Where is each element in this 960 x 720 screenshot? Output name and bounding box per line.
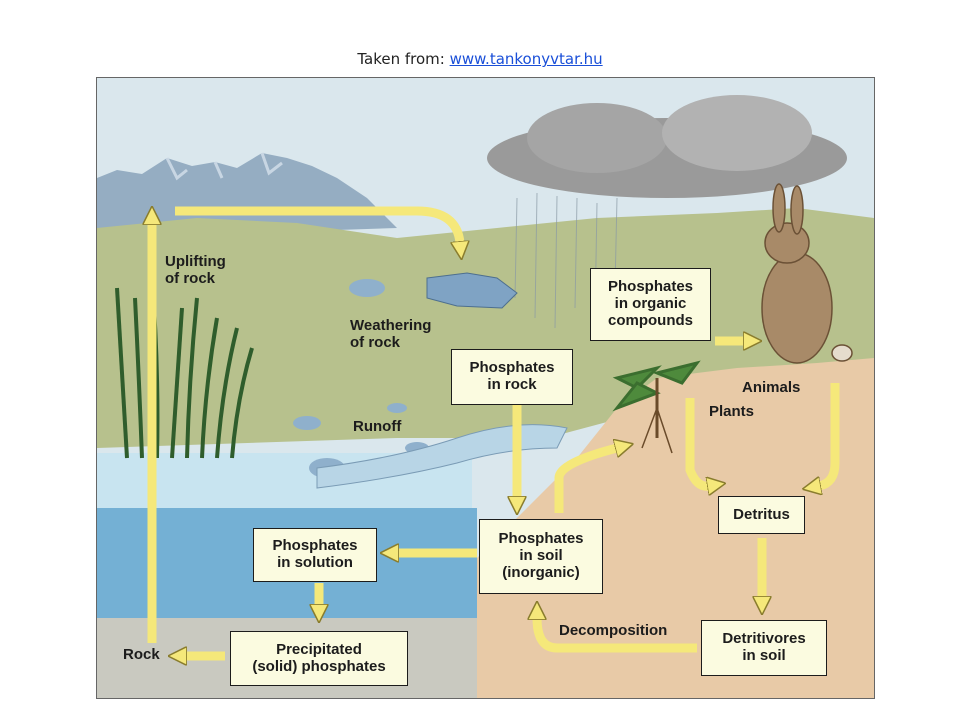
box-phosphates-organic: Phosphates in organic compounds	[590, 268, 711, 341]
box-phosphates-in-solution: Phosphates in solution	[253, 528, 377, 582]
label-decomposition: Decomposition	[559, 622, 668, 639]
runoff-stream	[316, 424, 568, 489]
image-caption: Taken from: www.tankonyvtar.hu	[0, 50, 960, 68]
box-detritus: Detritus	[718, 496, 805, 534]
weathering-rocks	[426, 272, 518, 309]
arrow-to-weathering	[175, 206, 460, 243]
arrow-plants-to-detritus	[685, 398, 709, 486]
rabbit	[761, 183, 853, 364]
label-weathering-of-rock: Weathering of rock	[350, 317, 432, 351]
plant	[612, 360, 701, 454]
mountain-highlights	[165, 152, 283, 181]
label-uplifting-of-rock: Uplifting of rock	[165, 253, 226, 287]
caption-prefix: Taken from:	[357, 50, 450, 68]
label-runoff: Runoff	[353, 418, 402, 435]
arrow-soil-to-plants	[554, 448, 617, 513]
label-plants: Plants	[709, 403, 755, 420]
box-phosphates-in-rock: Phosphates in rock	[451, 349, 573, 405]
label-animals: Animals	[742, 379, 801, 396]
box-detritivores-in-soil: Detritivores in soil	[701, 620, 827, 676]
cycle-arrows	[152, 206, 840, 656]
arrow-animals-to-detritus	[819, 383, 840, 486]
label-rock: Rock	[123, 646, 160, 663]
mountains	[97, 153, 397, 238]
phosphorus-cycle-diagram: Uplifting of rock Weathering of rock Run…	[96, 77, 875, 699]
source-link[interactable]: www.tankonyvtar.hu	[449, 50, 603, 68]
box-phosphates-in-soil: Phosphates in soil (inorganic)	[479, 519, 603, 594]
arrow-decomposition	[537, 618, 697, 653]
box-precipitated-phosphates: Precipitated (solid) phosphates	[230, 631, 408, 686]
